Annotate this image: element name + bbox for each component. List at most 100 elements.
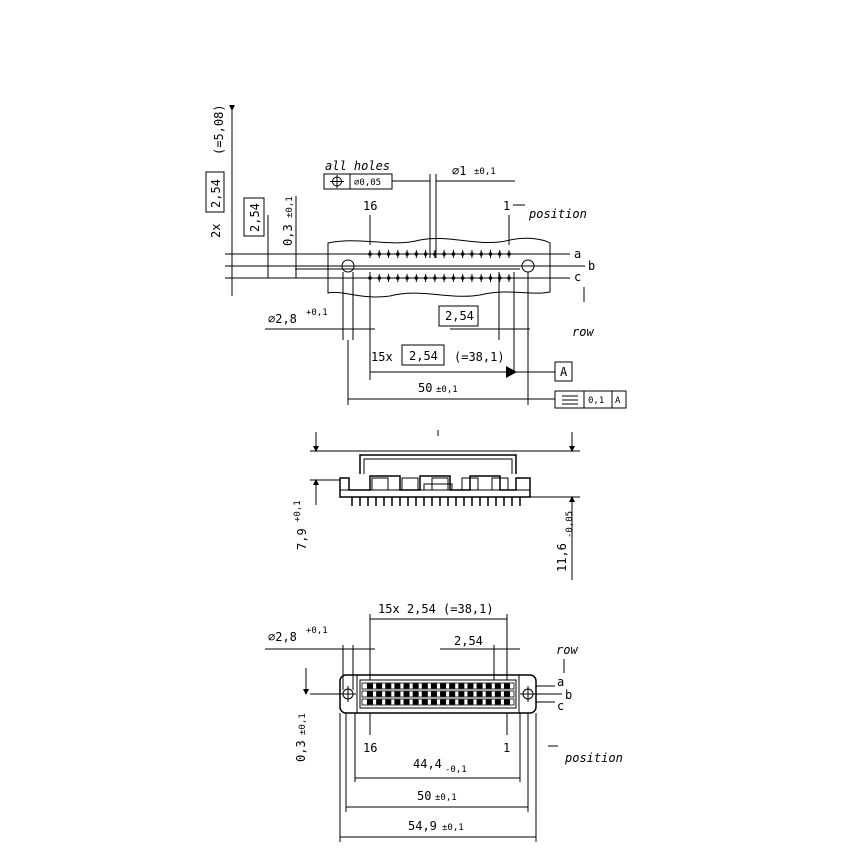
bottom-count-pitch: 15x 2,54 (=38,1): [378, 602, 494, 616]
datum-a: A: [560, 365, 568, 379]
side-cell: [461, 477, 479, 491]
bottom-contact: [385, 691, 392, 697]
bottom-contact: [485, 699, 492, 705]
bottom-w2-tol: ±0,1: [435, 793, 457, 803]
height-2-tol: -0,05: [565, 511, 575, 538]
row-label-b: b: [588, 259, 595, 273]
bottom-contact: [403, 699, 410, 705]
bottom-contact: [494, 691, 501, 697]
height-1-tol: +0,1: [293, 500, 303, 522]
bottom-contact: [385, 683, 392, 689]
bottom-row-strip: [361, 682, 515, 690]
row-label-a: a: [574, 247, 581, 261]
side-center-key: [423, 483, 453, 491]
flatness-tol: 0,1: [588, 396, 604, 406]
count: 15x: [371, 350, 393, 364]
bottom-w1: 44,4: [413, 757, 442, 771]
v-offset: 0,3: [281, 224, 295, 246]
bottom-offset-tol: ±0,1: [298, 713, 308, 735]
row-label-c: c: [574, 270, 581, 284]
bottom-contact: [367, 691, 373, 697]
all-holes-label: all holes: [325, 159, 390, 173]
height-1: 7,9: [295, 528, 309, 550]
bottom-contact: [467, 691, 474, 697]
top-view-outline: [327, 237, 551, 298]
bottom-contact: [421, 691, 428, 697]
bottom-contact: [458, 699, 465, 705]
bottom-contact: [394, 699, 401, 705]
bottom-contact: [476, 683, 483, 689]
side-view: 7,9 +0,1 11,6 -0,05: [293, 430, 580, 580]
bottom-contact: [467, 699, 474, 705]
bottom-pos1: 1: [503, 741, 510, 755]
bottom-w3: 54,9: [408, 819, 437, 833]
overall-width-tol: ±0,1: [436, 385, 458, 395]
side-cell: [491, 477, 509, 491]
bottom-row-b: b: [565, 688, 572, 702]
side-cell: [371, 477, 389, 491]
bottom-contact: [504, 699, 510, 705]
bottom-contact: [449, 699, 456, 705]
flatness-icon: [562, 395, 578, 405]
bottom-contact: [430, 699, 437, 705]
hole-diameter: ⌀1: [452, 164, 466, 178]
bottom-contact: [504, 683, 510, 689]
bottom-row-c: c: [557, 699, 564, 713]
bottom-contact: [440, 699, 447, 705]
hole-diameter-tol: ±0,1: [474, 167, 496, 177]
position-tolerance-icon: [330, 175, 344, 188]
bottom-contact: [421, 699, 428, 705]
total: (=38,1): [454, 350, 505, 364]
position-1: 1: [503, 199, 510, 213]
mount-diameter-tol: +0,1: [306, 308, 328, 318]
top-view: a b c row all holes ⌀0,05 ⌀1 ±0,1 16 1 p…: [205, 104, 627, 409]
bottom-row-strip: [361, 690, 515, 698]
bottom-contact: [430, 683, 437, 689]
v-offset-tol: ±0,1: [285, 196, 295, 218]
bottom-contact: [403, 683, 410, 689]
contact-grid-top: [368, 250, 511, 282]
bottom-contact: [430, 691, 437, 697]
bottom-contact: [412, 683, 419, 689]
flatness-datum: A: [615, 396, 621, 406]
pitch: 2,54: [445, 309, 474, 323]
bottom-position: position: [564, 751, 623, 765]
bottom-offset: 0,3: [294, 740, 308, 762]
bottom-row-word: row: [556, 643, 578, 657]
bottom-contact: [412, 699, 419, 705]
bottom-mount-dia-tol: +0,1: [306, 626, 328, 636]
bottom-w2: 50: [417, 789, 431, 803]
bottom-contact: [394, 683, 401, 689]
side-cells: [371, 477, 509, 491]
tol-position: ⌀0,05: [354, 178, 381, 188]
position-word: position: [528, 207, 587, 221]
side-pins: [351, 497, 521, 506]
overall-width: 50: [418, 381, 432, 395]
v-count: 2x: [209, 224, 223, 238]
bottom-contact: [394, 691, 401, 697]
bottom-contact: [467, 683, 474, 689]
bottom-contact: [449, 683, 456, 689]
bottom-contact: [458, 691, 465, 697]
row-word: row: [572, 325, 594, 339]
bottom-row-a: a: [557, 675, 564, 689]
bottom-contact: [485, 683, 492, 689]
bottom-contact: [440, 683, 447, 689]
bottom-contact: [458, 683, 465, 689]
bottom-pos16: 16: [363, 741, 377, 755]
bottom-contact: [485, 691, 492, 697]
contact-grid-bottom: [361, 682, 515, 706]
v-pitch2: 2,54: [248, 203, 262, 232]
bottom-contact: [440, 691, 447, 697]
bottom-contact: [449, 691, 456, 697]
pitch2: 2,54: [409, 349, 438, 363]
v-total: (=5,08): [212, 104, 226, 155]
height-2: 11,6: [555, 543, 569, 572]
bottom-pitch: 2,54: [454, 634, 483, 648]
bottom-contact: [421, 683, 428, 689]
mount-diameter: ⌀2,8: [268, 312, 297, 326]
bottom-view: a b c row 15x 2,54 (=38,1) ⌀2,8 +0,1 2,5…: [265, 602, 623, 842]
bottom-contact: [494, 699, 501, 705]
v-pitch: 2,54: [209, 179, 223, 208]
